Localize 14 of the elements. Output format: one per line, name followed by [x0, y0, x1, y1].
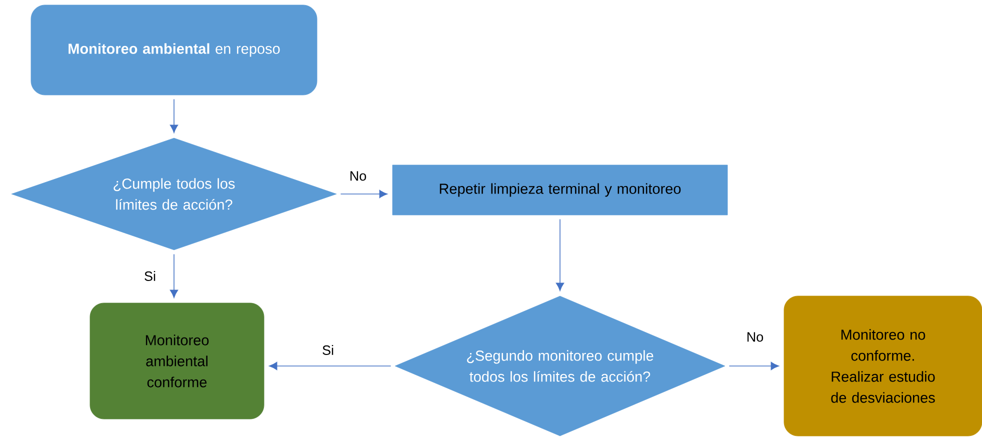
edge-label: No — [348, 170, 368, 182]
arrow — [340, 190, 388, 198]
edge-label: Si — [320, 344, 336, 356]
result-box: Monitoreo no conforme. Realizar estudio de desviaciones — [784, 296, 982, 436]
result-box: Monitoreo ambiental conforme — [90, 302, 264, 420]
arrow — [556, 218, 564, 291]
process-box: Monitoreo ambiental en reposo — [30, 4, 318, 96]
edge-label: No — [744, 330, 766, 344]
edge-label: Si — [142, 270, 158, 282]
arrow — [170, 98, 178, 133]
process-box: Repetir limpieza terminal y monitoreo — [392, 164, 728, 216]
arrow — [269, 362, 392, 370]
arrow — [728, 362, 779, 370]
arrow — [170, 254, 178, 298]
